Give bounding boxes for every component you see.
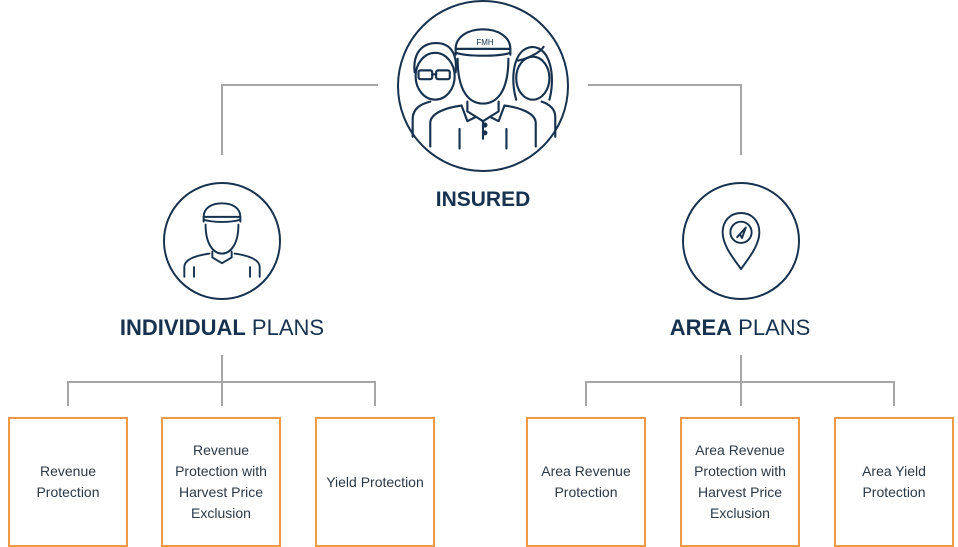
individual-heading-strong: INDIVIDUAL [119, 315, 246, 340]
location-pin-icon [721, 212, 761, 270]
plan-label: Area Revenue Protection with Harvest Pri… [694, 442, 786, 521]
plan-box: Revenue Protection [8, 417, 128, 547]
plan-box: Area Yield Protection [834, 417, 954, 547]
area-heading-light: PLANS [738, 315, 811, 340]
individual-plans-heading: INDIVIDUAL PLANS [72, 315, 372, 341]
plan-label: Area Revenue Protection [541, 463, 631, 500]
plan-box: Area Revenue Protection [526, 417, 646, 547]
area-plans-heading: AREA PLANS [590, 315, 890, 341]
plan-box: Revenue Protection with Harvest Price Ex… [161, 417, 281, 547]
plan-label: Revenue Protection [36, 463, 100, 500]
plan-box: Area Revenue Protection with Harvest Pri… [680, 417, 800, 547]
plan-label: Revenue Protection with Harvest Price Ex… [175, 442, 267, 521]
connector-root-right [588, 84, 742, 155]
area-circle [682, 182, 800, 300]
insured-title-text: INSURED [435, 188, 531, 211]
people-group-icon [411, 28, 557, 150]
plan-label: Yield Protection [326, 473, 424, 490]
cap-label: FMH [476, 38, 494, 47]
farmer-icon [183, 202, 261, 278]
individual-circle [163, 182, 281, 300]
insured-title: INSURED [397, 188, 569, 212]
area-heading-strong: AREA [669, 315, 733, 340]
plan-box: Yield Protection [315, 417, 435, 547]
insured-circle: FMH [397, 0, 569, 172]
individual-heading-light: PLANS [251, 315, 325, 340]
connector-root-left [221, 84, 378, 155]
plan-label: Area Yield Protection [862, 463, 926, 500]
